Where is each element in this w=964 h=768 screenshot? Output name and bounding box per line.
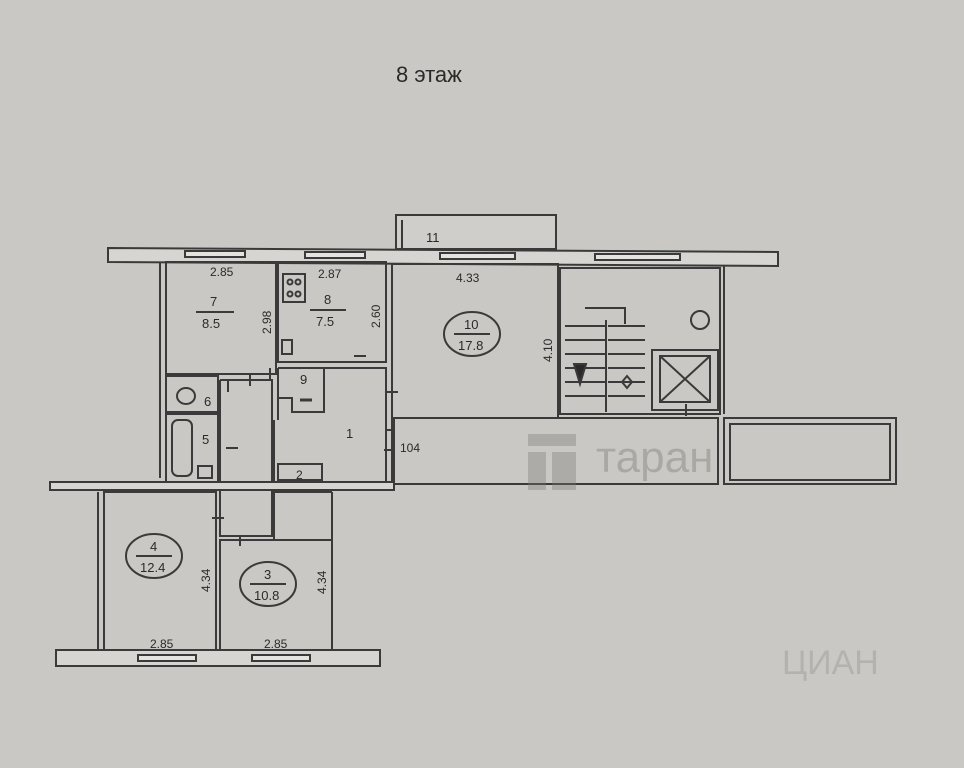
corridor-middle bbox=[393, 417, 719, 485]
dim-room10-width: 4.33 bbox=[456, 271, 480, 285]
kitchen-sink-icon bbox=[281, 339, 293, 355]
room-10-area: 17.8 bbox=[458, 338, 483, 353]
stair-diamond-icon bbox=[620, 374, 634, 390]
dim-room3-depth: 4.34 bbox=[315, 570, 329, 594]
room-3-badge bbox=[239, 561, 297, 607]
corridor-left bbox=[219, 379, 273, 537]
watermark: таран ЦИАН bbox=[528, 433, 879, 682]
dim-door-1: 104 bbox=[400, 441, 420, 455]
balcony-11 bbox=[395, 214, 557, 250]
bottom-outer-wall bbox=[55, 649, 381, 667]
room-10-badge bbox=[443, 311, 501, 357]
page-title: 8 этаж bbox=[396, 62, 462, 87]
dim-room4-width: 2.85 bbox=[150, 637, 174, 651]
stove-icon bbox=[282, 273, 306, 303]
room-10-number: 10 bbox=[464, 317, 478, 332]
elevator-cab bbox=[659, 355, 711, 403]
room-5-number: 5 bbox=[202, 432, 209, 447]
window-room3 bbox=[251, 654, 311, 662]
room-4-badge bbox=[125, 533, 183, 579]
room-2-walls bbox=[277, 463, 323, 481]
room-6-walls bbox=[165, 375, 219, 413]
dim-room7-depth: 2.98 bbox=[260, 310, 274, 334]
room-2-number: 2 bbox=[296, 468, 303, 482]
window-room4 bbox=[137, 654, 197, 662]
room-1-walls bbox=[278, 367, 387, 485]
watermark-logo-icon bbox=[528, 434, 576, 446]
corridor-right bbox=[723, 417, 897, 485]
room-3-number: 3 bbox=[264, 567, 271, 582]
stairs bbox=[565, 307, 645, 412]
dim-room3-width: 2.85 bbox=[264, 637, 288, 651]
stair-circle-icon bbox=[690, 310, 710, 330]
room-4-number: 4 bbox=[150, 539, 157, 554]
room-7-number: 7 bbox=[210, 294, 217, 309]
toilet-icon bbox=[176, 387, 196, 405]
room-8-walls bbox=[277, 261, 387, 363]
stair-arrow-icon bbox=[572, 363, 588, 388]
middle-wall bbox=[49, 481, 395, 491]
door-marks bbox=[212, 355, 687, 546]
room-8-area: 7.5 bbox=[316, 314, 334, 329]
dim-room8-width: 2.87 bbox=[318, 267, 342, 281]
bathtub bbox=[171, 419, 193, 477]
dim-room7-width: 2.85 bbox=[210, 265, 234, 279]
room-7-walls bbox=[165, 261, 277, 375]
room-11-number: 11 bbox=[426, 230, 440, 245]
room-9-number: 9 bbox=[300, 372, 307, 387]
room-6-number: 6 bbox=[204, 394, 211, 409]
room-8-number: 8 bbox=[324, 292, 331, 307]
room-9-walls bbox=[278, 367, 325, 413]
room-3-area: 10.8 bbox=[254, 588, 279, 603]
window-room10 bbox=[439, 252, 516, 260]
dim-room8-depth: 2.60 bbox=[369, 304, 383, 328]
watermark-brand: таран bbox=[596, 433, 713, 482]
room-4-area: 12.4 bbox=[140, 560, 165, 575]
dim-room4-depth: 4.34 bbox=[199, 568, 213, 592]
watermark-tag: ЦИАН bbox=[782, 644, 879, 682]
room-7-area: 8.5 bbox=[202, 316, 220, 331]
dim-room10-depth: 4.10 bbox=[541, 338, 555, 362]
window-room7 bbox=[184, 250, 246, 258]
room-1-number: 1 bbox=[346, 426, 353, 441]
window-stair bbox=[594, 253, 681, 261]
stairwell bbox=[559, 267, 721, 415]
window-room8 bbox=[304, 251, 366, 259]
sink-icon bbox=[197, 465, 213, 479]
